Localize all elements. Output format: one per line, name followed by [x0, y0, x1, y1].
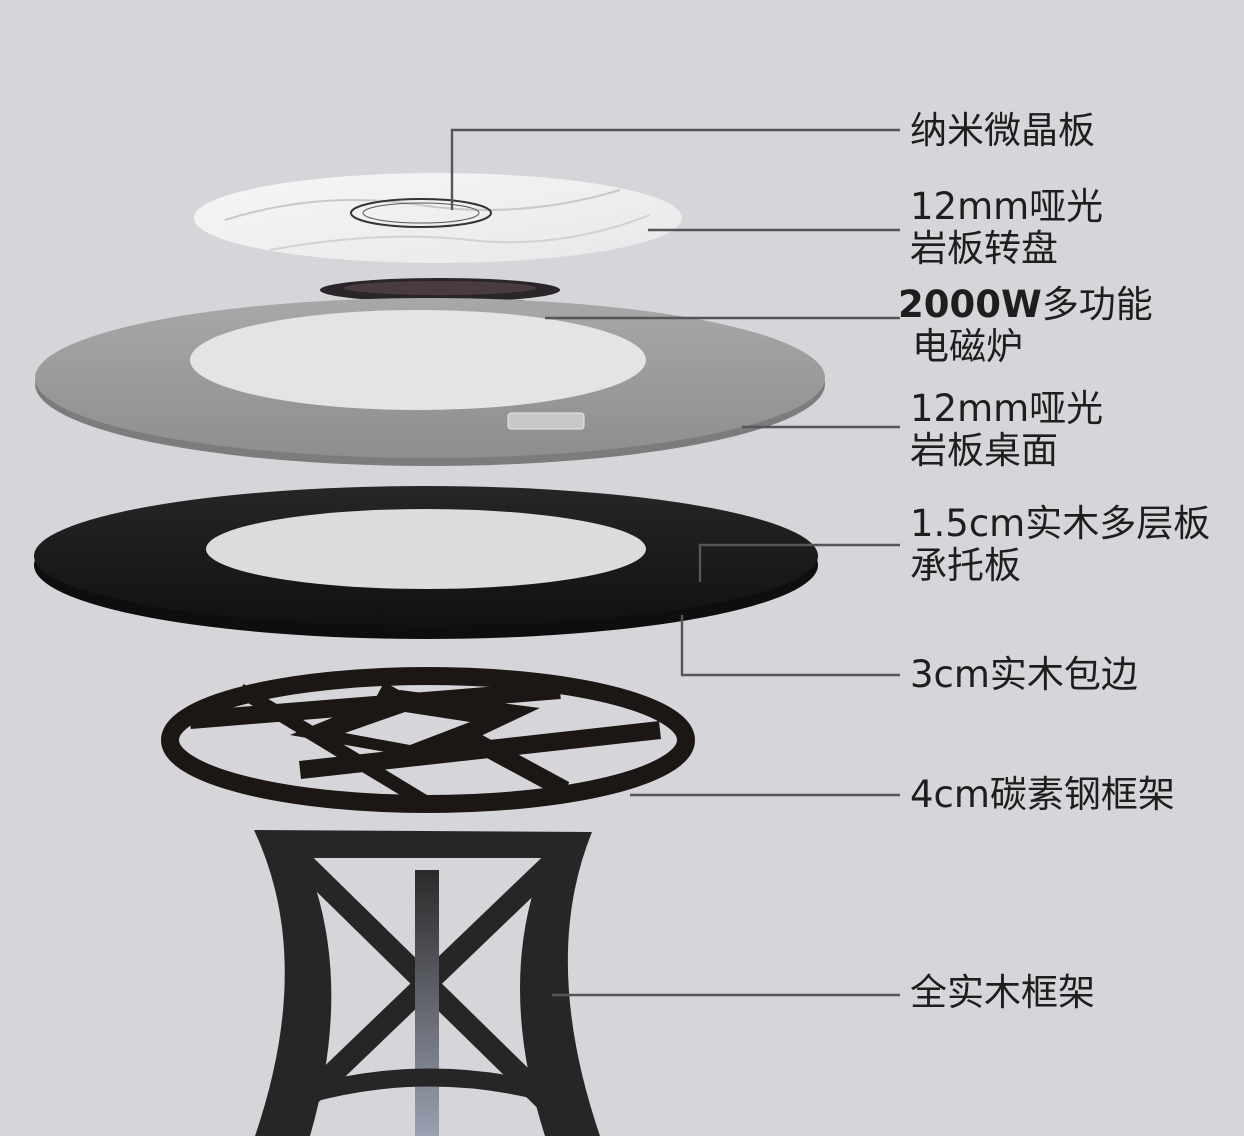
leader-lines — [450, 128, 900, 997]
label-wood-base: 全实木框架 — [910, 972, 1095, 1014]
label-wood-edge: 3cm实木包边 — [910, 654, 1138, 696]
label-line: 多功能 — [1041, 283, 1153, 326]
label-steel-frame: 4cm碳素钢框架 — [910, 774, 1175, 816]
steel-frame — [161, 667, 695, 813]
turntable-disc — [194, 173, 682, 263]
leader-nano-crystal-board — [450, 128, 900, 210]
label-line: 12mm哑光 — [910, 387, 1104, 430]
label-line: 承托板 — [910, 544, 1021, 587]
label-line: 12mm哑光 — [910, 185, 1104, 228]
leader-wood-edge — [680, 615, 900, 677]
leader-support-board — [698, 543, 900, 582]
label-line: 电磁炉 — [912, 325, 1023, 368]
label-line: 4cm碳素钢框架 — [910, 773, 1175, 816]
label-support-board: 1.5cm实木多层板 承托板 — [910, 503, 1210, 587]
label-tabletop: 12mm哑光 岩板桌面 — [910, 388, 1103, 472]
label-power-rating: 2000W — [898, 283, 1042, 326]
label-line: 岩板桌面 — [910, 429, 1058, 472]
label-line: 全实木框架 — [910, 971, 1095, 1014]
label-line: 纳米微晶板 — [910, 109, 1095, 152]
label-induction-cooker: 2000W多功能 电磁炉 — [898, 284, 1153, 368]
induction-zone-ring — [350, 198, 492, 228]
label-line: 岩板转盘 — [910, 227, 1058, 270]
label-turntable: 12mm哑光 岩板转盘 — [910, 186, 1103, 270]
label-line: 1.5cm实木多层板 — [910, 502, 1211, 545]
control-panel — [507, 412, 585, 430]
label-line: 3cm实木包边 — [910, 653, 1138, 696]
support-board — [34, 486, 818, 639]
tabletop-ring — [35, 298, 825, 466]
wood-base — [254, 830, 600, 1136]
label-nano-crystal-board: 纳米微晶板 — [910, 110, 1095, 152]
